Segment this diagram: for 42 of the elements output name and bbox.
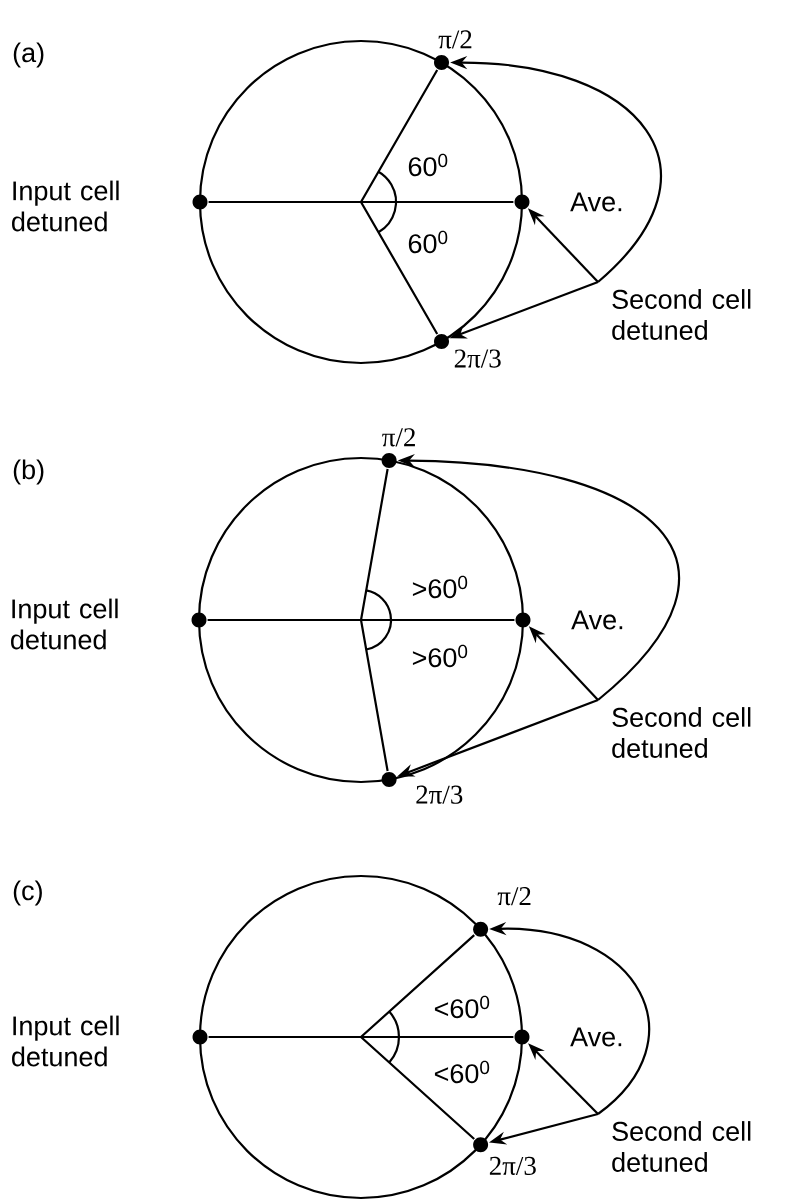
phase-dot [514, 194, 530, 210]
text-label: Second cell detuned [612, 1121, 751, 1172]
point-label: 2π/3 [416, 785, 463, 804]
point-label: Ave. [570, 1027, 622, 1047]
diameter-line [207, 618, 515, 622]
point-label: π/2 [382, 428, 415, 447]
angle-label: 60$^{0}$ [408, 153, 448, 177]
point-label: π/2 [497, 887, 531, 906]
angle-label: <60$^{0}$ [434, 1060, 490, 1084]
panel-label: (c) [13, 880, 42, 906]
phase-dot [434, 55, 449, 71]
point-label: Ave. [571, 610, 623, 630]
text-label: Second cell detuned [612, 707, 751, 758]
angle-label: >60$^{0}$ [412, 644, 468, 668]
phase-dot [515, 612, 531, 628]
angle-label: <60$^{0}$ [434, 995, 490, 1019]
point-label: Input cell detuned [12, 180, 119, 232]
phase-dot [381, 453, 397, 468]
diameter-line [208, 200, 514, 204]
phase-dot [192, 194, 208, 210]
phase-dot [191, 612, 207, 628]
point-label: 2π/3 [489, 1156, 536, 1175]
point-label: Ave. [570, 192, 622, 212]
point-label: π/2 [438, 30, 472, 49]
phase-dot [514, 1029, 530, 1045]
text-label: Second cell detuned [612, 289, 751, 340]
phase-dot [473, 1137, 489, 1153]
phase-dot [192, 1029, 208, 1045]
point-label: Input cell detuned [11, 598, 118, 650]
radius-lines [359, 934, 475, 1140]
radius-lines [359, 69, 439, 335]
panel-label: (a) [13, 42, 44, 68]
diameter-line [208, 1035, 514, 1039]
angle-label: 60$^{0}$ [408, 230, 448, 254]
phase-dot [381, 772, 397, 787]
panel-label: (b) [13, 459, 44, 485]
angle-label: >60$^{0}$ [412, 575, 468, 599]
phase-dot [434, 333, 449, 349]
point-label: Input cell detuned [12, 1015, 119, 1067]
radius-lines [359, 468, 389, 772]
phase-dot [473, 921, 489, 937]
point-label: 2π/3 [454, 349, 501, 368]
